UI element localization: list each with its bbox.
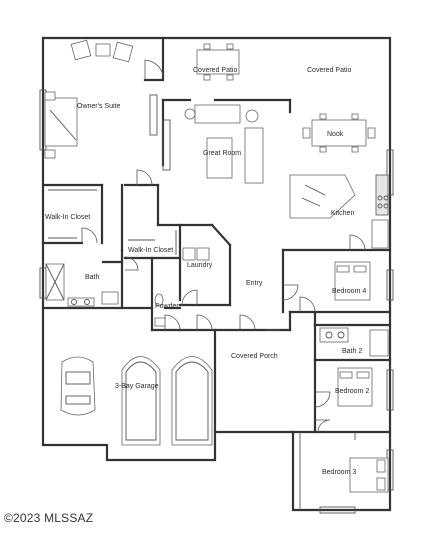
room-label-covered-patio-2: Covered Patio [307, 67, 351, 74]
room-label-nook: Nook [327, 131, 344, 138]
room-labels: Covered Patio Covered Patio Owner's Suit… [45, 67, 369, 476]
room-label-powder: Powder [155, 303, 179, 310]
door-swings [81, 59, 366, 433]
room-label-bath: Bath [85, 274, 100, 281]
room-label-walk-in-closet-2: Walk-In Closet [128, 247, 173, 254]
room-label-bedroom-2: Bedroom 2 [335, 388, 369, 395]
patio-chairs [70, 39, 134, 63]
bath-2-fixtures [319, 327, 389, 357]
copyright-watermark: ©2023 MLSSAZ [4, 511, 94, 525]
patio-dining-table [196, 43, 240, 81]
room-label-kitchen: Kitchen [331, 210, 354, 217]
windows [39, 89, 394, 514]
owners-bed [44, 91, 78, 159]
bath-fixtures [45, 263, 119, 307]
powder-fixtures [154, 247, 210, 327]
room-label-owners-suite: Owner's Suite [77, 103, 120, 110]
kitchen-island [289, 174, 389, 249]
bedroom-2-bed [337, 367, 373, 407]
bedroom-3-bed [349, 457, 389, 493]
nook-table [302, 113, 376, 153]
room-label-bedroom-3: Bedroom 3 [322, 469, 356, 476]
closet-shelves [48, 189, 177, 255]
room-label-covered-porch: Covered Porch [231, 353, 278, 360]
room-label-great-room: Great Room [203, 150, 241, 157]
room-label-bath-2: Bath 2 [342, 348, 362, 355]
bedroom-4-bed [334, 261, 371, 301]
room-label-walk-in-closet-1: Walk-In Closet [45, 214, 90, 221]
room-label-entry: Entry [246, 280, 263, 287]
room-label-garage: 3-Bay Garage [115, 383, 159, 390]
great-room-furniture [184, 104, 264, 184]
interior-walls [41, 98, 392, 434]
room-label-laundry: Laundry [187, 262, 213, 269]
furniture [44, 39, 389, 493]
room-label-bedroom-4: Bedroom 4 [332, 288, 366, 295]
room-label-covered-patio-1: Covered Patio [193, 67, 237, 74]
garage-vehicles [60, 356, 213, 446]
